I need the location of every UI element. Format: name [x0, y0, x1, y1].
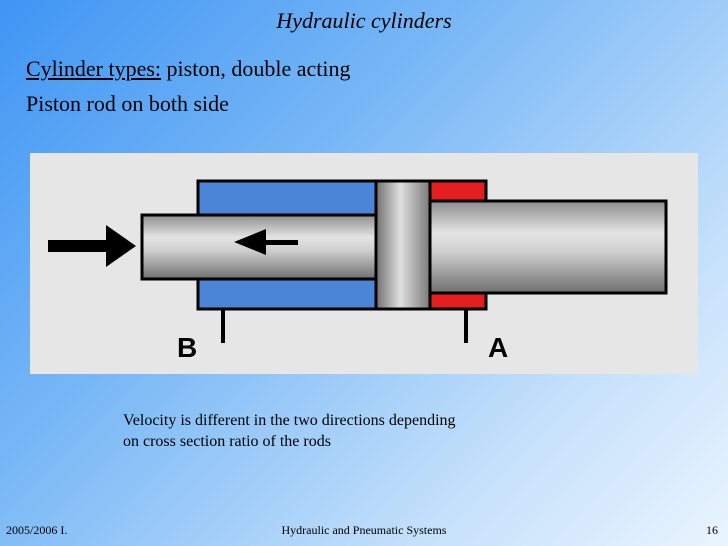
footer-course: Hydraulic and Pneumatic Systems	[281, 523, 447, 537]
footer-date: 2005/2006 I.	[6, 523, 68, 537]
caption-line-1: Velocity is different in the two directi…	[123, 412, 456, 429]
footer-page-number: 16	[706, 523, 718, 537]
caption-line-2: on cross section ratio of the rods	[123, 433, 331, 450]
cylinder-types-value: piston, double acting	[161, 56, 351, 81]
rod-small	[140, 213, 396, 281]
piston	[374, 179, 432, 311]
cylinder-types-label: Cylinder types:	[26, 56, 162, 81]
slide-title: Hydraulic cylinders	[276, 8, 452, 33]
rod-large	[408, 199, 668, 295]
chamber-b-top	[196, 179, 380, 217]
caption: Velocity is different in the two directi…	[123, 410, 456, 452]
cylinder-types-line: Cylinder types: piston, double acting	[26, 56, 350, 82]
chamber-b-bottom	[196, 277, 380, 311]
port-a-label: A	[488, 332, 508, 363]
cylinder-diagram-svg: B A	[48, 179, 668, 363]
movement-arrow-icon	[234, 229, 298, 255]
cylinder-diagram: B A	[30, 153, 698, 374]
port-a-line	[464, 309, 468, 343]
force-arrow-icon	[48, 225, 136, 267]
port-b-line	[221, 309, 225, 343]
slide-subtitle: Piston rod on both side	[26, 91, 229, 116]
port-b-label: B	[177, 332, 197, 363]
